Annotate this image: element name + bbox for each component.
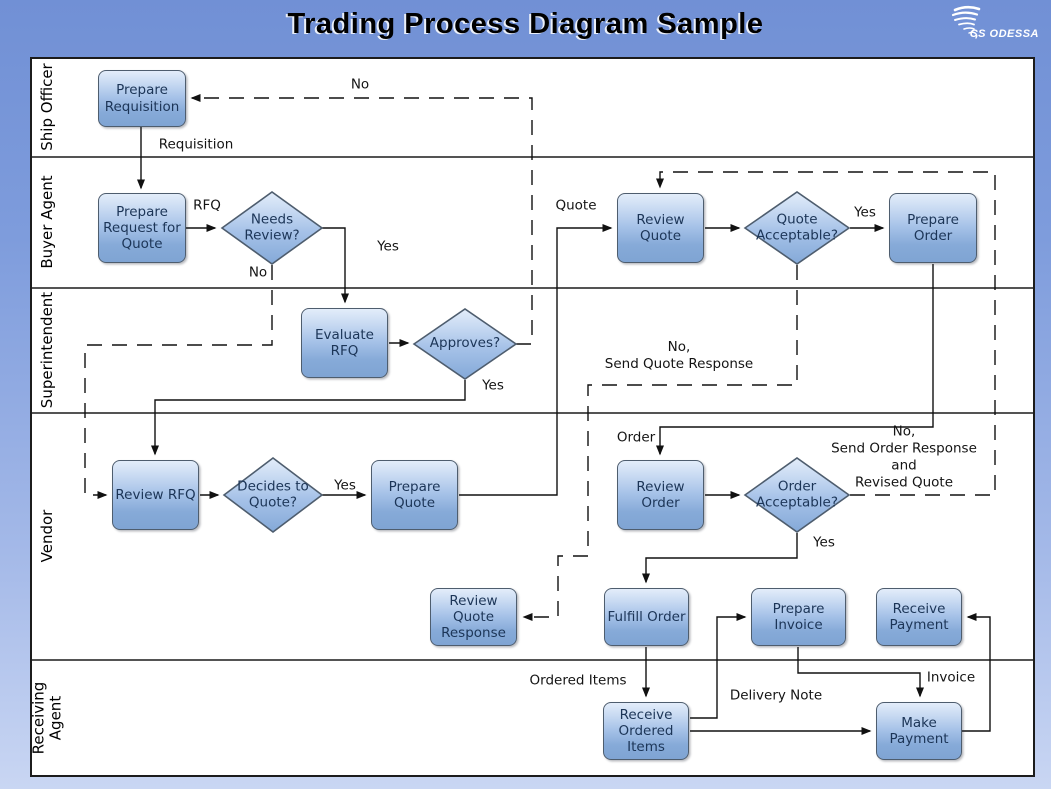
node-needs-review-label: Needs Review? [244,211,300,243]
edge-approves-no [190,94,533,345]
edge-label-no-top: No [350,76,370,93]
node-receive-ordered-items: Receive Ordered Items [603,702,689,760]
edge-label-no-send-order-response: No, Send Order Response and Revised Quot… [831,423,977,490]
node-prepare-request-for-quote: Prepare Request for Quote [98,193,186,263]
lane-label-superintendent: Superintendent [37,291,56,409]
edge-order [656,264,934,456]
edge-label-order-yes: Yes [813,534,835,551]
edge-needs-review-yes [322,227,349,304]
page-title: Trading Process Diagram Sample [287,8,764,40]
edge-label-decides-yes: Yes [334,477,356,494]
node-prepare-quote: Prepare Quote [371,460,458,530]
edge-label-rfq: RFQ [193,197,221,214]
node-decides-to-quote-label: Decides to Quote? [237,478,309,510]
edge-approves-yes [151,380,466,456]
node-quote-acceptable-shape [743,191,851,265]
edge-label-ordered-items: Ordered Items [529,672,627,689]
tornado-icon [951,5,981,39]
edge-label-order: Order [616,429,656,446]
node-review-quote: Review Quote [617,193,704,263]
edge-delivery-note [690,613,747,719]
edge-label-needs-no: No [248,264,268,281]
edge-label-delivery-note: Delivery Note [729,687,823,704]
edge-label-quote: Quote [555,197,597,214]
edge-payment-to-receive [962,613,991,732]
node-review-order: Review Order [617,460,704,530]
node-make-payment: Make Payment [876,702,962,760]
cs-odessa-logo: CS ODESSA [941,4,1041,46]
node-prepare-order: Prepare Order [889,193,977,263]
edge-quote [459,224,613,496]
edge-quote-no-response [522,265,798,621]
node-order-acceptable-shape [743,457,851,533]
edge-order-yes [642,533,798,584]
edge-order-no-response [656,171,996,496]
lane-label-vendor: Vendor [37,509,56,563]
edge-needs-review-no [84,265,273,499]
edge-label-requisition: Requisition [158,136,234,153]
edge-label-quote-yes: Yes [854,204,876,221]
node-receive-payment: Receive Payment [876,588,962,646]
node-decides-to-quote-shape [222,456,324,534]
node-needs-review-shape [220,191,324,265]
node-prepare-invoice: Prepare Invoice [751,588,846,646]
node-fulfill-order: Fulfill Order [604,588,689,646]
node-review-quote-response: Review Quote Response [430,588,517,646]
node-review-rfq: Review RFQ [112,460,199,530]
lane-label-ship-officer: Ship Officer [37,63,56,151]
edge-label-approves-yes: Yes [482,377,504,394]
lane-label-receiving-agent: Receiving Agent [29,681,65,755]
logo-text: CS ODESSA [969,28,1039,40]
node-approves-shape [412,308,518,380]
node-evaluate-rfq: Evaluate RFQ [301,308,388,378]
node-prepare-requisition: Prepare Requisition [98,70,186,127]
edge-label-invoice: Invoice [926,669,976,686]
node-approves-label: Approves? [429,335,501,352]
node-order-acceptable-label: Order Acceptable? [755,478,839,510]
lane-label-buyer-agent: Buyer Agent [37,175,56,269]
edge-label-needs-yes: Yes [377,238,399,255]
edge-label-no-send-quote-response: No, Send Quote Response [604,339,754,372]
node-quote-acceptable-label: Quote Acceptable? [755,211,839,243]
edge-invoice [797,647,924,698]
